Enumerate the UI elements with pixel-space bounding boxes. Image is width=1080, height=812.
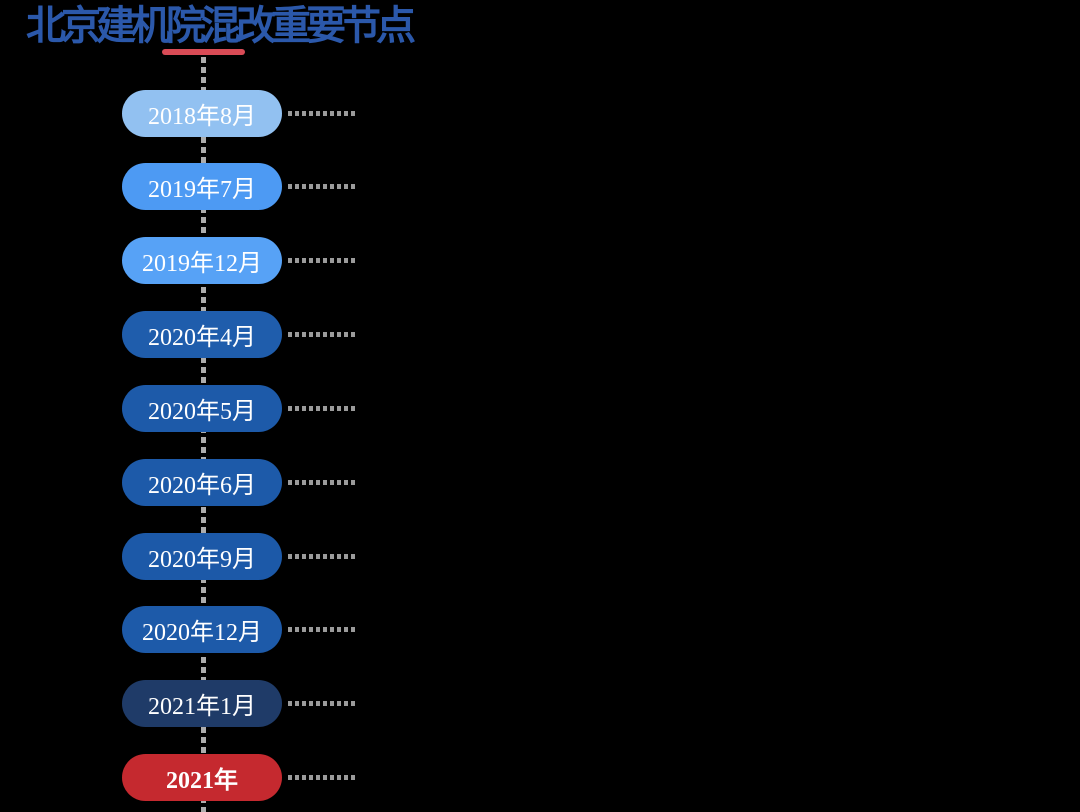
timeline-date-label: 2018年8月 xyxy=(148,103,256,130)
timeline-pill: 2021年 xyxy=(122,754,282,802)
timeline-node: 2019年7月 xyxy=(122,163,542,211)
timeline-node: 2020年5月 xyxy=(122,384,542,432)
timeline-node: 2020年4月 xyxy=(122,311,542,359)
timeline-pill: 2020年6月 xyxy=(122,458,282,506)
timeline-node: 2021年1月 xyxy=(122,680,542,728)
timeline-date-label: 2020年6月 xyxy=(148,472,256,499)
timeline-pill: 2020年5月 xyxy=(122,384,282,432)
timeline-pill: 2021年1月 xyxy=(122,680,282,728)
timeline-date-label: 2020年4月 xyxy=(148,325,256,352)
dotted-connector-line xyxy=(288,553,358,559)
timeline-pill: 2020年12月 xyxy=(122,606,282,654)
dotted-connector-line xyxy=(288,258,358,264)
title-underline xyxy=(162,49,245,55)
timeline-date-label: 2020年9月 xyxy=(148,546,256,573)
timeline-node: 2018年8月 xyxy=(122,89,542,137)
timeline-date-label: 2019年12月 xyxy=(142,251,262,278)
timeline-date-label: 2020年5月 xyxy=(148,398,256,425)
timeline-node: 2019年12月 xyxy=(122,237,542,285)
dotted-connector-line xyxy=(288,110,358,116)
timeline-pill: 2019年12月 xyxy=(122,237,282,285)
timeline-date-label: 2020年12月 xyxy=(142,620,262,647)
timeline-pill: 2020年9月 xyxy=(122,532,282,580)
timeline-pill: 2018年8月 xyxy=(122,89,282,137)
dotted-connector-line xyxy=(288,775,358,781)
timeline-node: 2020年6月 xyxy=(122,458,542,506)
dotted-connector-line xyxy=(288,479,358,485)
timeline-date-label: 2021年1月 xyxy=(148,694,256,721)
dotted-connector-line xyxy=(288,627,358,633)
timeline-date-label: 2021年 xyxy=(166,768,238,795)
dotted-connector-line xyxy=(288,405,358,411)
page-title: 北京建机院混改重要节点 xyxy=(26,4,416,48)
dotted-connector-line xyxy=(288,184,358,190)
timeline-date-label: 2019年7月 xyxy=(148,177,256,204)
timeline-node: 2020年12月 xyxy=(122,606,542,654)
dotted-connector-line xyxy=(288,332,358,338)
timeline-pill: 2019年7月 xyxy=(122,163,282,211)
timeline-pill: 2020年4月 xyxy=(122,311,282,359)
timeline-axis-dashed-line xyxy=(201,57,206,812)
timeline-node: 2020年9月 xyxy=(122,532,542,580)
timeline-node: 2021年 xyxy=(122,754,542,802)
dotted-connector-line xyxy=(288,701,358,707)
